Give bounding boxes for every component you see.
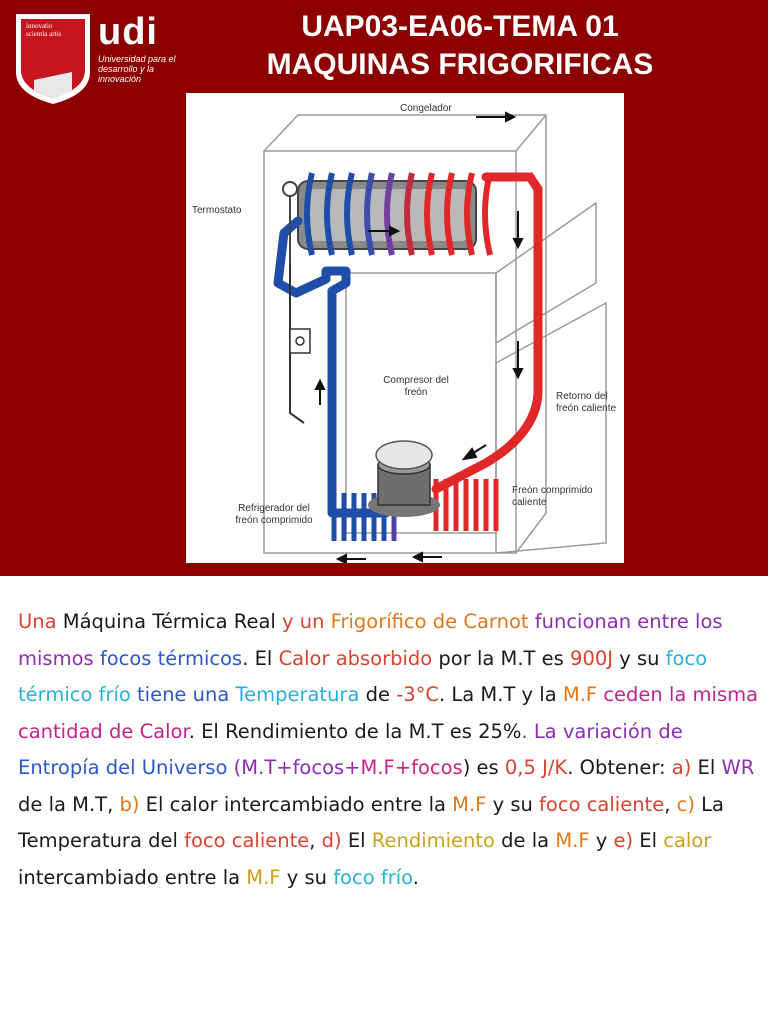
problem-segment: . El — [242, 646, 279, 670]
problem-segment: foco caliente — [539, 792, 665, 816]
problem-segment: b) — [119, 792, 140, 816]
problem-segment: ceden la misma cantidad de Calor — [18, 683, 759, 743]
problem-segment: y — [589, 829, 614, 852]
problem-segment: calor — [663, 829, 712, 852]
problem-segment: y su — [486, 792, 540, 816]
logo-tagline: Universidad para el desarrollo y la inno… — [98, 54, 176, 84]
shield-icon — [16, 14, 90, 104]
problem-segment: (M.T+focos+ — [227, 756, 361, 779]
problem-segment: 25% — [478, 719, 522, 743]
problem-segment: M.F — [555, 829, 590, 852]
problem-segment: . La variación de — [521, 719, 683, 743]
problem-segment: -3°C — [396, 683, 439, 706]
problem-segment: M.T — [480, 683, 516, 706]
problem-segment: funcionan entre los mismos — [18, 610, 723, 670]
problem-segment: . La — [439, 683, 481, 706]
problem-segment: Rendimiento — [371, 829, 495, 852]
problem-segment: El calor intercambiado entre la — [139, 792, 453, 816]
problem-segment: intercambiado entre la — [18, 865, 247, 889]
problem-segment: focos térmicos — [99, 646, 243, 670]
problem-segment: foco térmico frío — [18, 646, 708, 707]
problem-segment: y su — [613, 646, 666, 670]
label-freezer: Congelador — [400, 103, 452, 114]
label-compressor: Compresor del freón — [383, 375, 449, 398]
problem-statement: Una Máquina Térmica Real y un Frigorífic… — [18, 604, 760, 896]
problem-segment: El — [341, 829, 372, 852]
problem-segment: es — [443, 719, 479, 743]
problem-segment: 900J — [570, 646, 614, 670]
problem-segment: y un — [275, 610, 331, 633]
problem-segment: M.F — [246, 865, 281, 889]
problem-segment: , — [664, 792, 677, 816]
problem-segment: foco frío — [333, 865, 413, 889]
problem-segment: Una — [18, 610, 63, 633]
problem-segment: M.F+focos — [360, 756, 463, 779]
problem-segment: La Temperatura del — [18, 792, 724, 853]
problem-segment: d) — [321, 829, 342, 852]
problem-segment: , — [309, 829, 322, 852]
problem-segment: ) es — [462, 756, 505, 779]
problem-segment: WR — [721, 756, 755, 779]
refrigerator-diagram: Congelador Termostato Compresor del freó… — [186, 93, 624, 563]
problem-segment: por la — [432, 646, 501, 670]
problem-segment: Temperatura — [235, 683, 360, 706]
problem-segment: de la M.T, — [18, 792, 120, 816]
problem-segment: a) — [671, 756, 692, 779]
problem-segment: c) — [676, 792, 695, 816]
title-line-1: UAP03-EA06-TEMA 01 — [301, 10, 619, 43]
problem-segment: M.T — [408, 719, 444, 743]
slide-title: UAP03-EA06-TEMA 01 MAQUINAS FRIGORIFICAS — [200, 8, 720, 84]
problem-segment: Máquina Térmica Real — [62, 610, 276, 633]
fridge-illustration — [263, 111, 607, 563]
problem-segment: M.T — [500, 646, 536, 670]
problem-segment: de la — [494, 829, 556, 852]
problem-segment: y su — [280, 865, 334, 889]
logo-brand: udi — [98, 11, 158, 53]
label-compressed: Freón comprimido caliente — [512, 485, 593, 508]
problem-segment: El — [633, 829, 664, 852]
problem-segment: M.F — [452, 792, 487, 816]
problem-segment: . Obtener: — [567, 756, 672, 779]
problem-segment: 0,5 J/K — [504, 756, 568, 779]
problem-segment: Frigorífico de Carnot — [330, 610, 529, 633]
header-band: innovatio scientia artis udi Universidad… — [0, 0, 768, 576]
label-return: Retorno del freón caliente — [556, 391, 617, 414]
label-cooler: Refrigerador del freón comprimido — [235, 503, 313, 526]
problem-segment: de la — [348, 719, 409, 743]
problem-segment: es — [535, 646, 571, 670]
problem-segment: Calor absorbido — [278, 646, 433, 670]
label-thermostat: Termostato — [192, 205, 242, 216]
logo-motto: innovatio scientia artis — [26, 22, 62, 38]
udi-logo: innovatio scientia artis udi Universidad… — [12, 10, 192, 106]
problem-segment: . — [412, 865, 419, 889]
problem-segment: y la — [515, 683, 563, 706]
problem-segment: Rendimiento — [225, 719, 349, 743]
problem-segment: M.F — [562, 683, 598, 706]
problem-segment: El — [691, 756, 722, 779]
problem-segment: foco caliente — [184, 829, 310, 852]
problem-segment: tiene una — [130, 683, 236, 706]
problem-segment: e) — [613, 829, 634, 852]
title-line-2: MAQUINAS FRIGORIFICAS — [266, 48, 654, 81]
problem-segment: de — [359, 683, 397, 706]
problem-segment: Entropía del Universo — [18, 756, 228, 779]
problem-segment: . El — [188, 719, 226, 743]
